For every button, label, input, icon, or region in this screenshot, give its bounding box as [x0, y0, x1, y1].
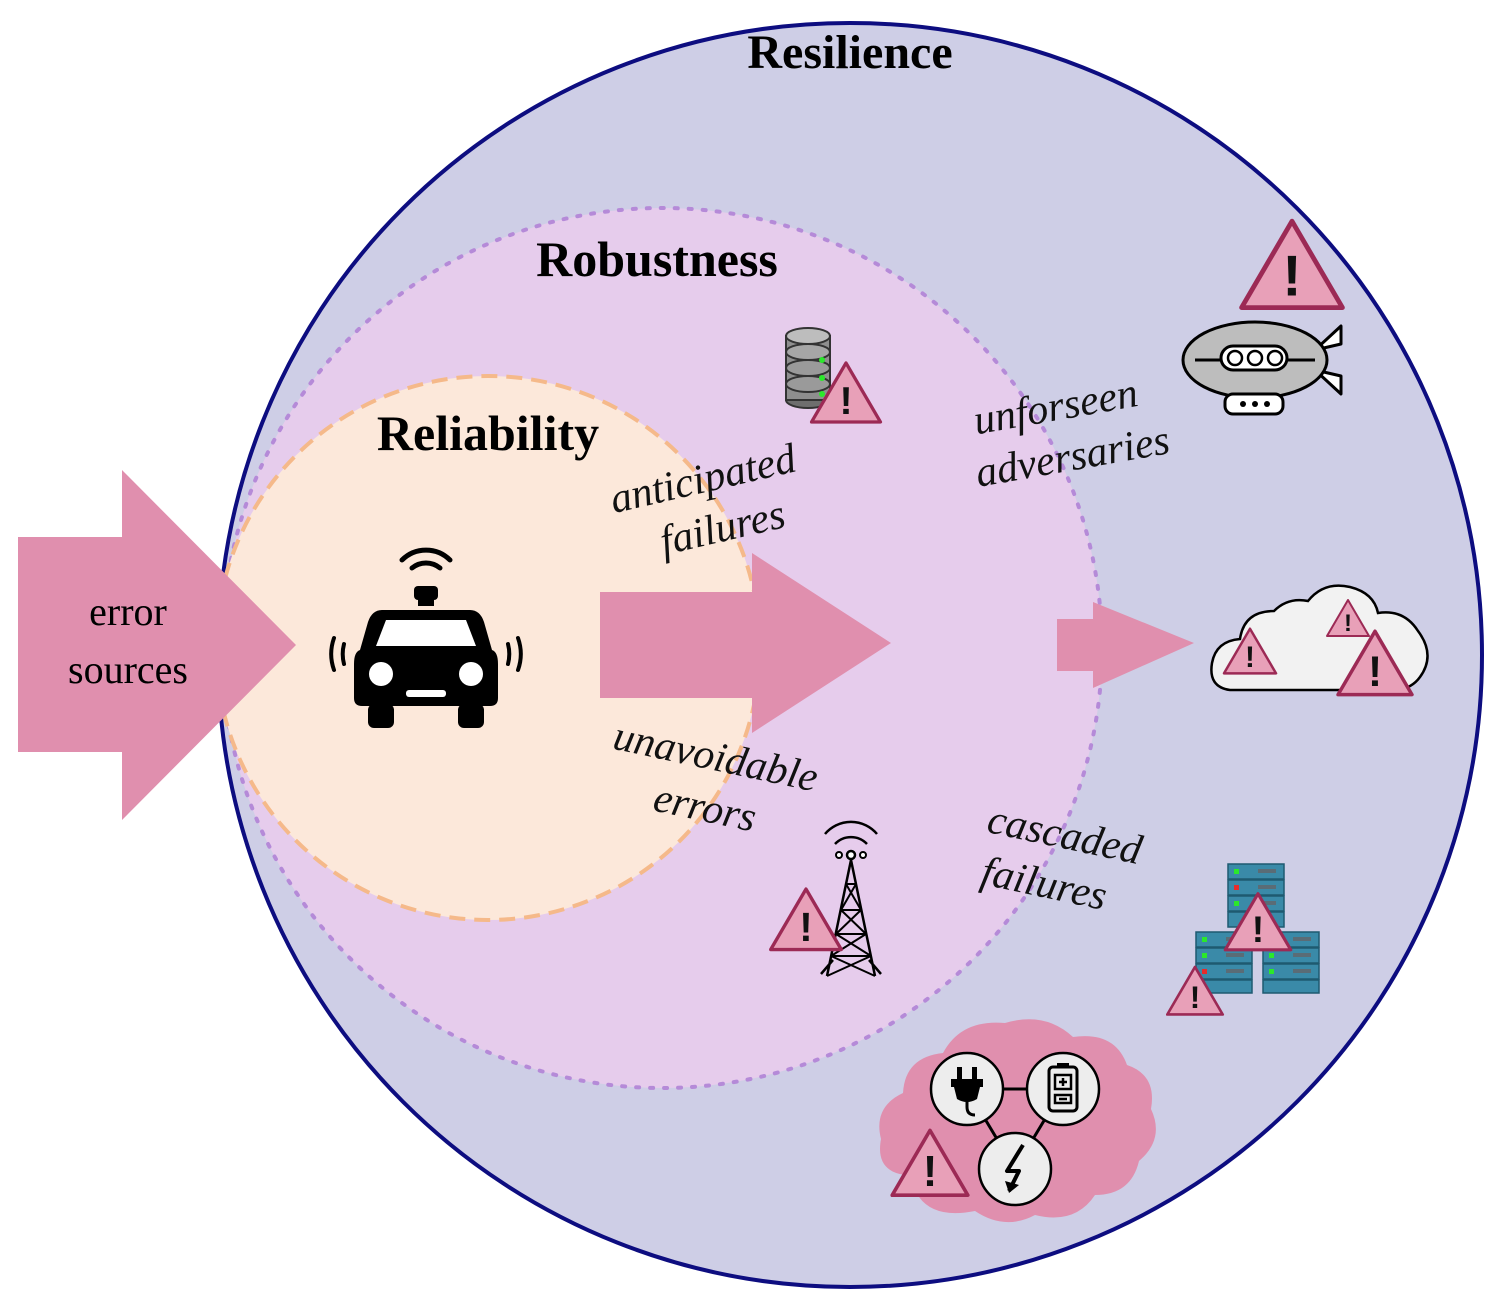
- error-sources-label-line2: sources: [68, 647, 188, 692]
- error-sources-label-line1: error: [89, 589, 167, 634]
- database-icon: [785, 327, 831, 409]
- self-driving-car-icon: [329, 547, 523, 728]
- lightning-icon: [977, 1131, 1053, 1207]
- resilience-title: Resilience: [747, 26, 952, 79]
- robustness-to-resilience-arrow: [1057, 602, 1194, 688]
- robustness-title: Robustness: [536, 231, 778, 287]
- airship-icon: [1181, 320, 1343, 416]
- battery-icon: [1025, 1051, 1101, 1127]
- error-sources-arrow: [18, 470, 296, 820]
- power-plug-icon: [929, 1051, 1005, 1127]
- radio-tower-icon: [820, 820, 882, 977]
- reliability-title: Reliability: [377, 405, 599, 461]
- reliability-to-robustness-arrow: [600, 553, 891, 733]
